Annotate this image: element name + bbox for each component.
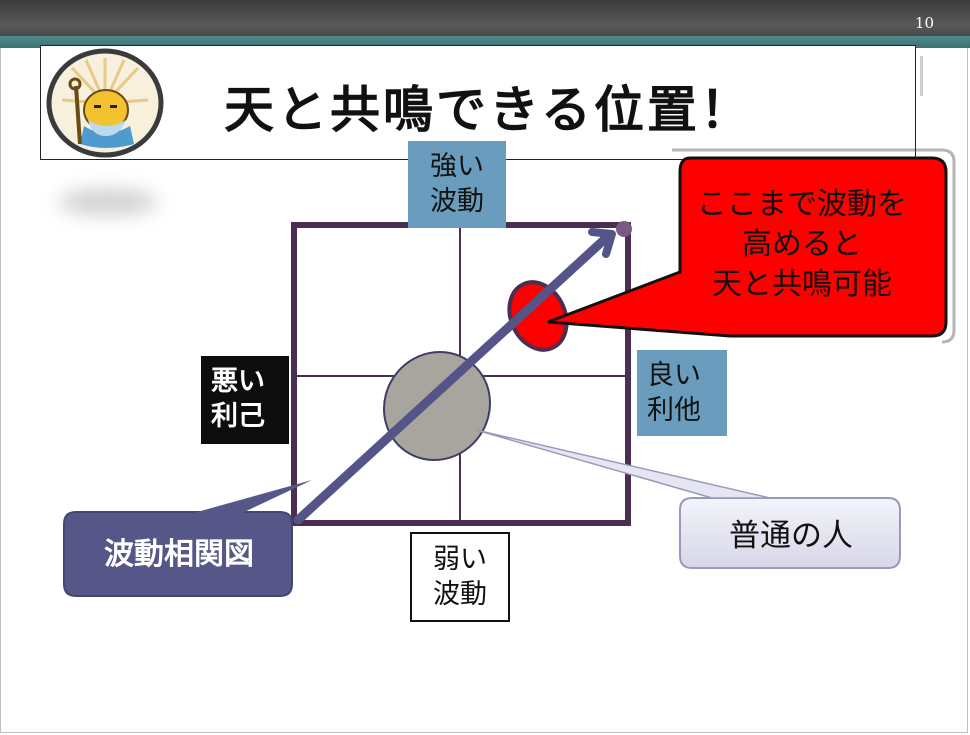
normal-person-callout-pointer xyxy=(476,430,770,498)
normal-people-region xyxy=(363,331,511,481)
diagram-name-callout-text: 波動相関図 xyxy=(64,535,294,575)
resonance-callout-text: ここまで波動を 高めると 天と共鳴可能 xyxy=(668,185,936,305)
weak-wave-label: 弱い波動 xyxy=(410,532,510,622)
normal-person-callout-text: 普通の人 xyxy=(682,516,900,556)
corner-dot xyxy=(616,221,632,237)
selfish-label: 悪い利己 xyxy=(201,356,289,444)
strong-wave-label: 強い波動 xyxy=(408,141,506,228)
altruistic-label: 良い利他 xyxy=(637,350,727,436)
growth-arrow xyxy=(298,238,606,520)
